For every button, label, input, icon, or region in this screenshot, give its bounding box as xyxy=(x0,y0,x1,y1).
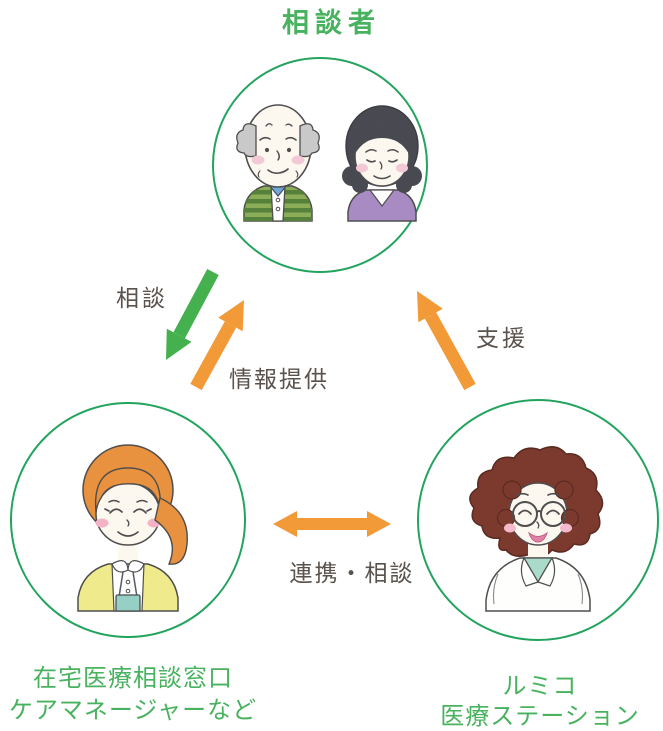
cooperation-arrow xyxy=(273,511,391,537)
caption-line: ルミコ xyxy=(502,672,578,700)
lanyard xyxy=(118,571,138,598)
eyes xyxy=(104,508,152,514)
glasses-left-lens xyxy=(512,501,538,527)
gray-hair-left xyxy=(236,123,257,158)
info-arrow-label: 情報提供 xyxy=(229,367,329,393)
node-medical-station-label: ルミコ 医療ステーション xyxy=(415,671,663,731)
elderly-couple-illustration xyxy=(236,104,422,222)
eyes xyxy=(518,509,560,515)
support-arrow xyxy=(417,291,476,391)
consult-arrow-label: 相談 xyxy=(116,286,168,312)
pink-lips xyxy=(528,531,548,543)
cooperation-arrow-label: 連携・相談 xyxy=(289,561,415,587)
nurse-illustration xyxy=(469,446,604,612)
caption-line: 医療ステーション xyxy=(440,702,640,730)
diagram-title: 相談者 xyxy=(282,8,381,39)
elderly-man-figure xyxy=(236,104,320,222)
nurse-figure xyxy=(469,446,604,612)
hair-fringe xyxy=(94,467,162,513)
side-ponytail xyxy=(154,496,188,565)
glasses-right-lens xyxy=(540,501,566,527)
gray-hair-right xyxy=(299,123,320,158)
lab-coat xyxy=(485,557,591,612)
care-manager-figure xyxy=(77,444,188,612)
support-arrow-label: 支援 xyxy=(476,326,528,352)
caption-line: ケアマネージャーなど xyxy=(8,696,258,724)
caption-line: 在宅医療相談窓口 xyxy=(33,664,233,692)
consult-arrow xyxy=(166,268,219,360)
id-badge xyxy=(115,594,141,612)
care-manager-illustration xyxy=(77,444,188,612)
elderly-woman-figure xyxy=(342,105,422,222)
node-consultation-desk-label: 在宅医療相談窓口 ケアマネージャーなど xyxy=(8,662,258,726)
